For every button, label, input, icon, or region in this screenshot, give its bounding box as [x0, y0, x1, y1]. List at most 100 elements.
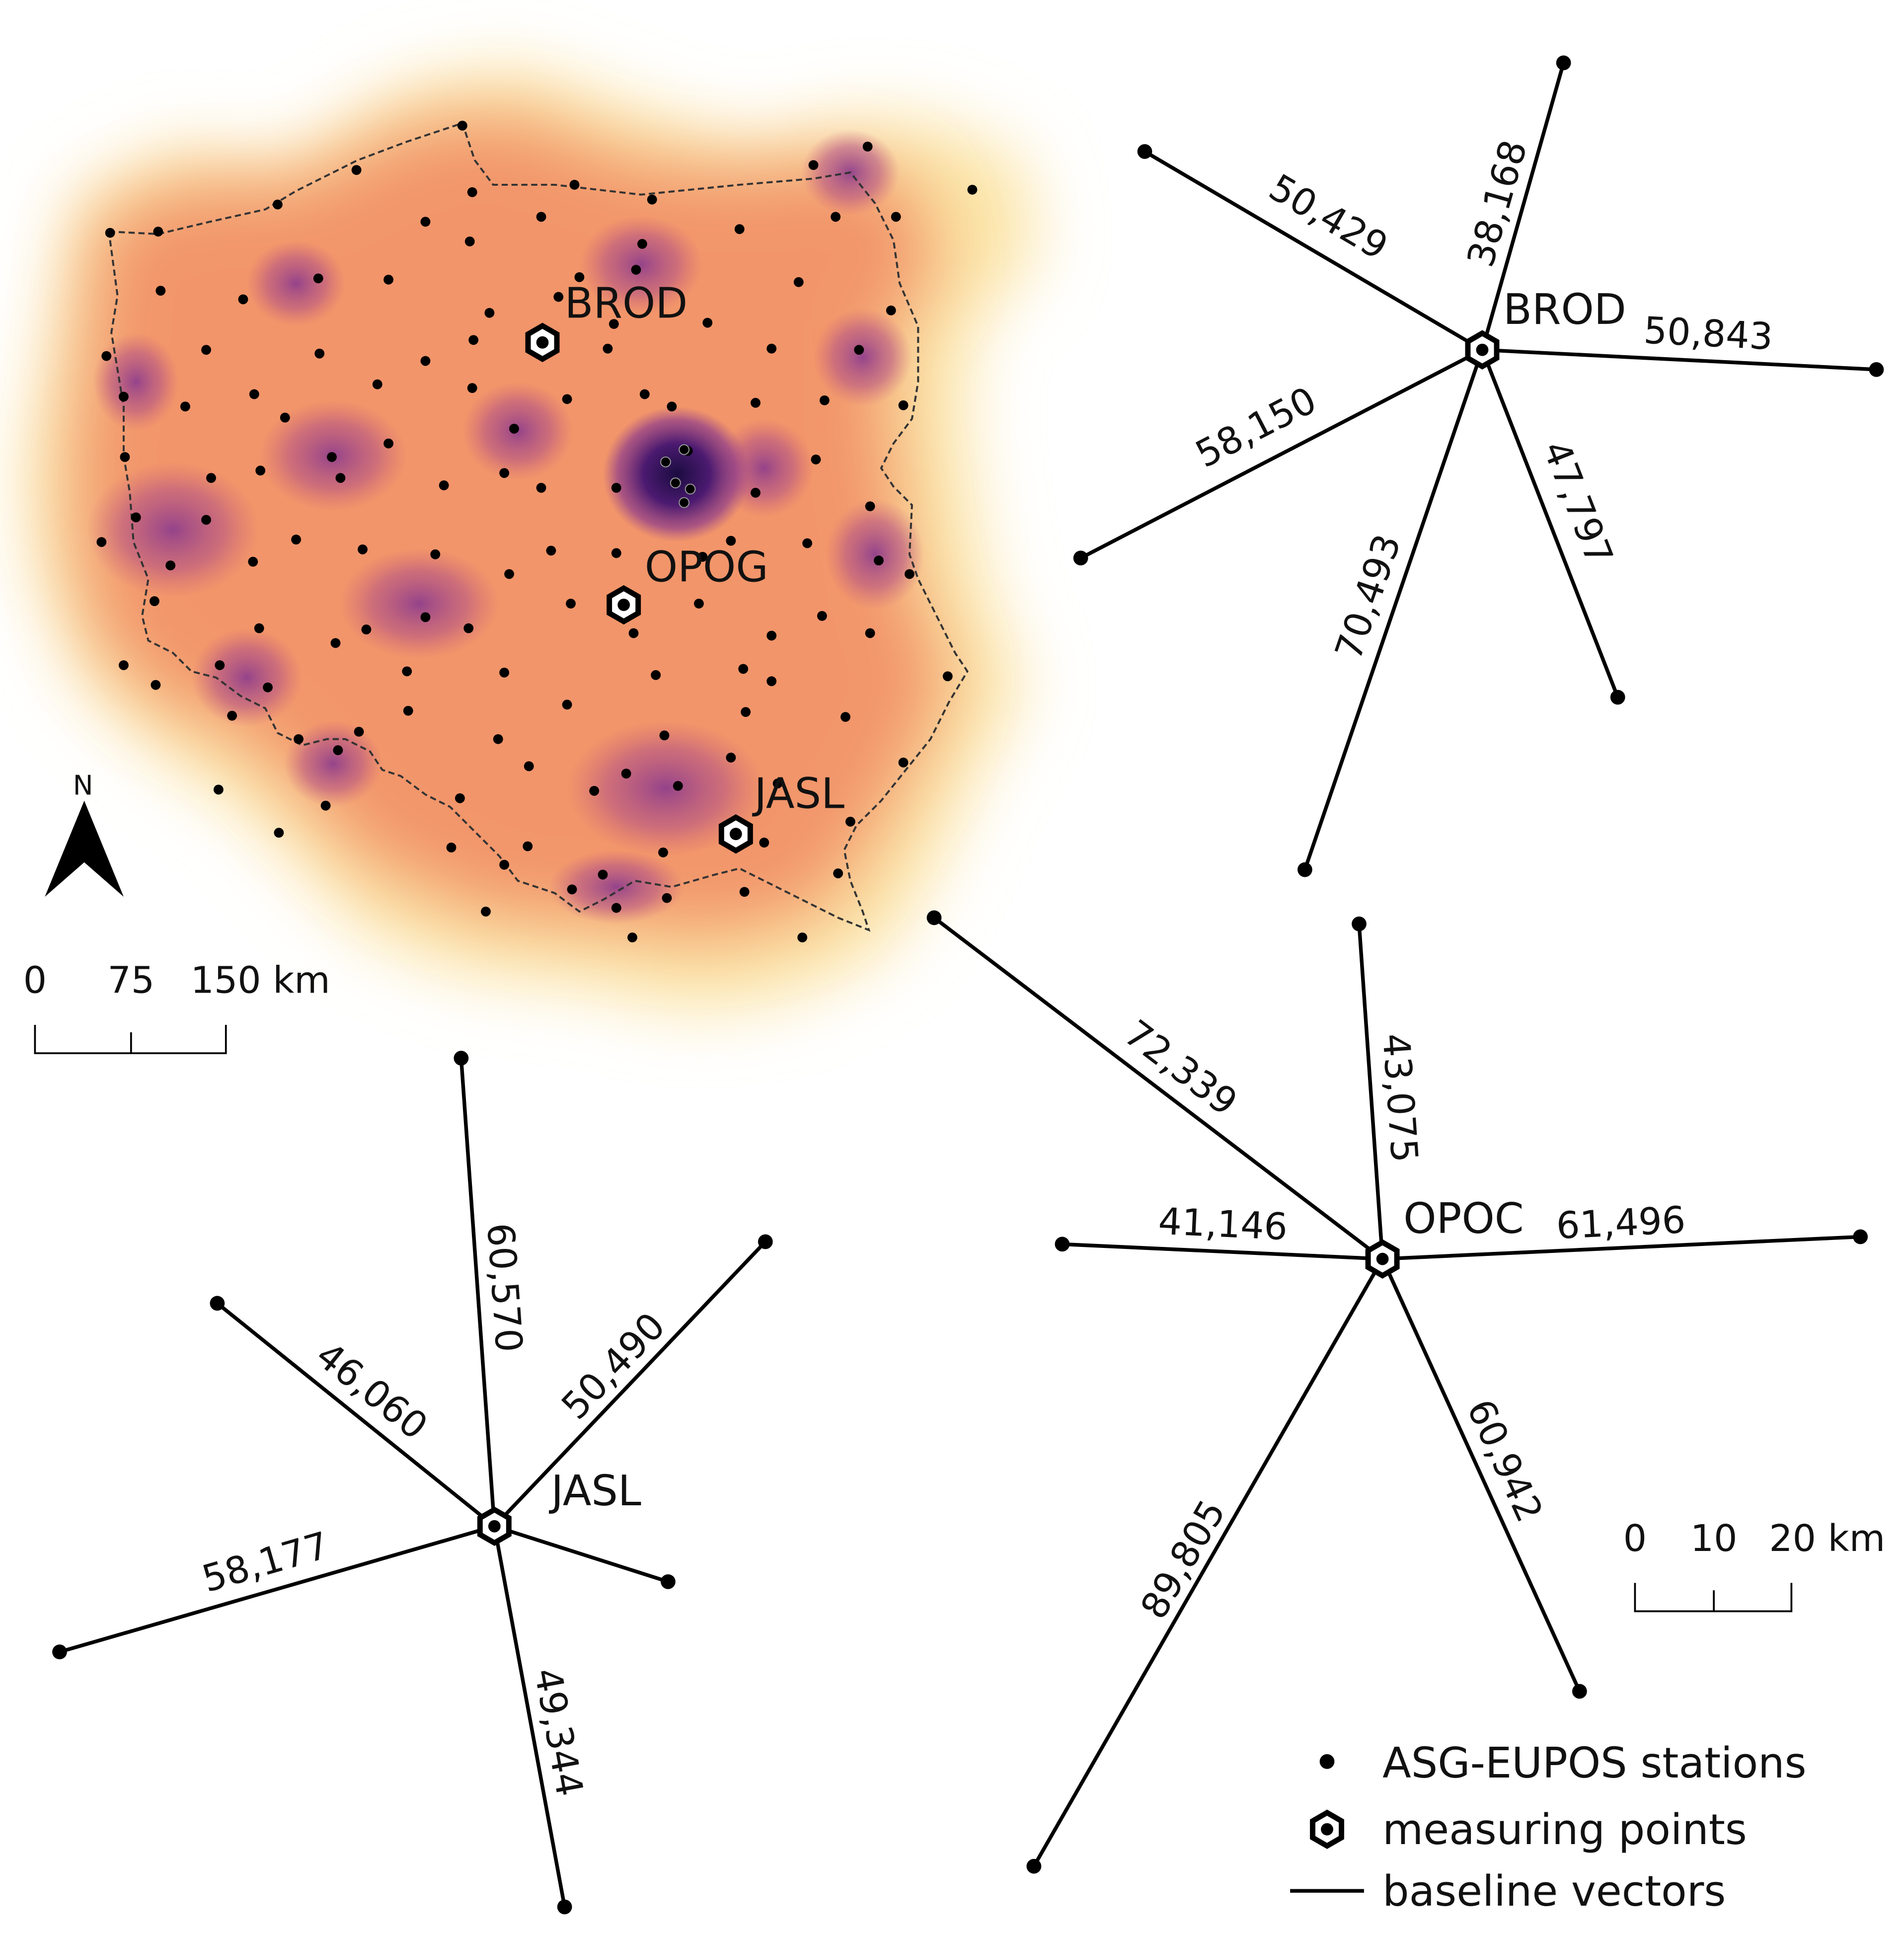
- station-dot: [96, 537, 107, 547]
- star-label-brod: BROD: [1503, 285, 1626, 334]
- station-dot: [313, 273, 323, 284]
- station-dot: [611, 548, 621, 558]
- station-dot: [361, 624, 372, 635]
- station-dot: [886, 305, 896, 315]
- baseline-vector: [1079, 348, 1483, 560]
- station-dot: [637, 239, 647, 249]
- station-dot: [280, 412, 290, 423]
- station-dot: [499, 859, 510, 870]
- station-dot: [766, 676, 777, 687]
- station-dot: [327, 452, 337, 462]
- station-dot: [358, 544, 368, 554]
- station-dot: [481, 906, 491, 917]
- station-dot: [905, 569, 914, 579]
- station-dot: [484, 308, 495, 318]
- legend-item-baselines: baseline vectors: [1290, 1867, 1726, 1916]
- station-dot: [845, 816, 855, 827]
- overview-label-brod: BROD: [565, 279, 688, 328]
- station-dot: [201, 515, 212, 525]
- baseline-vector: [1032, 1258, 1384, 1867]
- station-dot: [354, 726, 364, 737]
- station-dot: [446, 843, 457, 852]
- station-dot: [811, 454, 821, 464]
- baseline-vector: [1380, 1258, 1582, 1693]
- station-dot: [758, 1234, 773, 1249]
- legend-label: measuring points: [1382, 1805, 1747, 1854]
- scale-tick-label: 0: [23, 959, 47, 1002]
- scale-tick-label: 75: [108, 959, 155, 1002]
- station-dot: [817, 611, 827, 621]
- station-dot: [694, 599, 704, 609]
- station-dot: [891, 212, 901, 222]
- station-dot: [697, 551, 708, 562]
- station-dot: [383, 438, 393, 449]
- station-dot: [862, 142, 873, 152]
- station-dot: [274, 828, 284, 838]
- station-dot: [1572, 1684, 1587, 1699]
- station-dot: [589, 785, 600, 796]
- density-peak-warsaw: [603, 406, 751, 542]
- baseline-vector: [933, 916, 1384, 1261]
- station-dot: [647, 194, 657, 205]
- overview-label-opog: OPOG: [645, 542, 768, 591]
- station-dot: [238, 294, 248, 305]
- north-arrow-icon: [45, 800, 124, 897]
- country-border: [107, 122, 969, 932]
- station-dot: [631, 265, 641, 275]
- station-dot: [206, 473, 216, 483]
- baseline-vector: [494, 1524, 669, 1584]
- station-dot: [403, 705, 413, 716]
- baseline-star-brod: BROD 50,429 38,168 50,843 58,150 47,797 …: [1073, 55, 1884, 877]
- overview-label-jasl: JASL: [752, 770, 845, 818]
- station-dot: [52, 1644, 67, 1660]
- legend: ASG-EUPOS stations measuring points base…: [1290, 1739, 1807, 1916]
- north-arrow-label: N: [73, 769, 93, 801]
- station-dot: [598, 869, 608, 880]
- station-dot: [457, 121, 467, 131]
- station-dot: [611, 483, 621, 493]
- station-dot: [658, 847, 668, 857]
- station-dot: [808, 160, 819, 170]
- baseline-length: 50,843: [1643, 309, 1774, 358]
- station-dot: [670, 477, 681, 488]
- baseline-star-opoc: OPOC 72,339 43,075 41,146 61,496 89,805 …: [926, 910, 1868, 1874]
- station-dot: [227, 710, 237, 721]
- station-dot: [673, 781, 683, 791]
- station-dot: [294, 734, 304, 744]
- station-dot: [659, 730, 670, 741]
- station-dot: [621, 769, 631, 779]
- station-dot: [661, 1574, 676, 1589]
- station-dot: [248, 556, 258, 567]
- baseline-vector: [59, 1524, 495, 1654]
- station-dot: [833, 868, 843, 878]
- station-dot: [1610, 690, 1625, 705]
- station-dot: [213, 784, 224, 795]
- station-dot: [165, 560, 176, 571]
- station-dot: [772, 778, 783, 788]
- overview-scale-bar: 0 75 150 km: [23, 959, 330, 1054]
- baseline-vector: [459, 1058, 497, 1527]
- station-dot: [726, 536, 736, 546]
- station-dot: [628, 628, 639, 638]
- station-dot: [751, 487, 761, 498]
- station-dot: [854, 345, 864, 355]
- station-dot: [751, 397, 761, 408]
- station-dot: [439, 480, 449, 490]
- baseline-length: 50,490: [553, 1304, 673, 1427]
- baseline-length: 41,146: [1157, 1200, 1289, 1249]
- baseline-vector: [1480, 349, 1620, 698]
- station-dot: [201, 345, 212, 355]
- station-dot: [840, 712, 850, 722]
- station-dot: [333, 745, 343, 756]
- baseline-vector: [1480, 62, 1566, 351]
- overview-map: BROD OPOG JASL N 0 75 150 km: [23, 68, 1035, 1054]
- station-dot: [335, 473, 346, 483]
- scale-tick-label: 20 km: [1769, 1517, 1885, 1560]
- station-dot: [611, 903, 621, 913]
- station-dot: [467, 383, 477, 393]
- station-dot: [898, 400, 909, 410]
- station-dot: [180, 401, 190, 412]
- overview-measuring-point-brod: [525, 322, 560, 363]
- station-dot: [151, 680, 161, 690]
- station-dot: [726, 753, 736, 763]
